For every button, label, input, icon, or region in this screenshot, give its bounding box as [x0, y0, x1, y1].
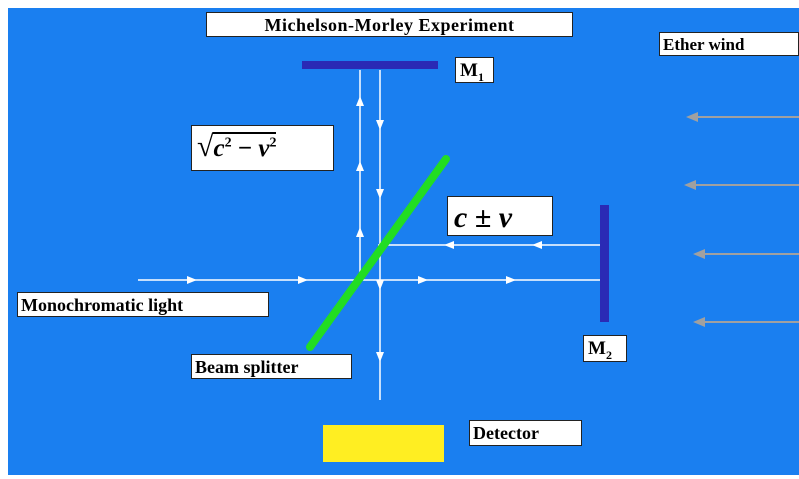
mirror-m1: [302, 61, 438, 69]
formula-v: v: [258, 135, 270, 162]
light-beams: [138, 70, 600, 400]
arrowhead-right: [298, 276, 308, 284]
radical-sign: √: [197, 130, 214, 163]
ether-wind-arrows: [684, 112, 799, 327]
arrowhead-down: [376, 352, 384, 362]
arrowhead-up: [356, 227, 364, 237]
arrowhead-up: [356, 161, 364, 171]
monochromatic-light-label: Monochromatic light: [17, 292, 269, 317]
arrowhead-down: [376, 189, 384, 199]
arrowhead-down: [376, 280, 384, 290]
formula-plus-minus: ±: [467, 201, 499, 234]
mirror-m2-label: M2: [583, 335, 627, 362]
detector-label: Detector: [469, 420, 582, 446]
mirror-m2-sub: 2: [605, 347, 612, 362]
beam-splitter-label: Beam splitter: [191, 354, 352, 379]
arrowhead-right: [187, 276, 197, 284]
mirror-m1-sub: 1: [477, 69, 484, 84]
ether-wind-arrow: [686, 112, 799, 122]
ether-wind-arrow: [684, 180, 799, 190]
formula-v-exp: 2: [269, 135, 277, 151]
blue-background: [8, 8, 799, 475]
mirror-m1-label: M1: [455, 57, 494, 83]
arrowhead-down: [376, 120, 384, 130]
mirror-m1-base: M: [460, 60, 478, 81]
mirror-m2: [600, 205, 609, 322]
perpendicular-path-formula: √c2 − v2: [191, 125, 334, 171]
beam-splitter: [306, 155, 450, 351]
formula-c: c: [454, 201, 468, 234]
diagram-title: Michelson-Morley Experiment: [206, 12, 573, 37]
formula-c: c: [213, 135, 225, 162]
arrowhead-up: [356, 96, 364, 106]
formula-minus: −: [231, 135, 259, 162]
ether-wind-arrow: [693, 249, 799, 259]
formula-v: v: [498, 201, 513, 234]
mirror-m2-base: M: [588, 338, 606, 359]
formula-c-exp: 2: [224, 135, 232, 151]
radicand: c2 − v2: [213, 132, 277, 162]
arrowhead-left: [444, 241, 454, 249]
arrowhead-left: [532, 241, 542, 249]
arrowhead-right: [506, 276, 516, 284]
arrowhead-right: [418, 276, 428, 284]
ether-wind-arrow: [693, 317, 799, 327]
detector: [323, 425, 444, 462]
ether-wind-label: Ether wind: [659, 32, 799, 56]
parallel-path-formula: c ± v: [447, 196, 553, 236]
